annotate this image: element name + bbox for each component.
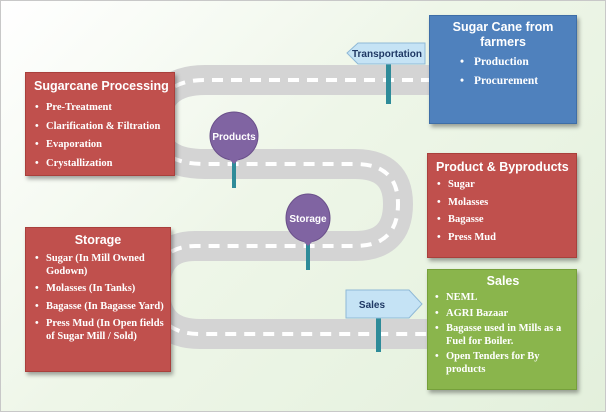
storage-list: Sugar (In Mill Owned Godown) Molasses (I… xyxy=(32,253,170,343)
storage-item: Molasses (In Tanks) xyxy=(32,283,170,296)
processing-box: Sugarcane Processing Pre-Treatment Clari… xyxy=(25,72,175,176)
storage-item: Bagasse (In Bagasse Yard) xyxy=(32,301,170,314)
sales-title: Sales xyxy=(486,274,520,288)
sales-item: AGRI Bazaar xyxy=(432,308,574,321)
processing-item: Crystallization xyxy=(32,158,174,171)
processing-list: Pre-Treatment Clarification & Filtration… xyxy=(32,102,174,170)
farmers-item: Production xyxy=(434,56,572,69)
processing-item: Clarification & Filtration xyxy=(32,121,174,134)
farmers-box: Sugar Cane from farmers Production Procu… xyxy=(429,15,577,124)
sales-list: NEML AGRI Bazaar Bagasse used in Mills a… xyxy=(432,292,574,376)
products-item: Bagasse xyxy=(434,214,576,227)
products-list: Sugar Molasses Bagasse Press Mud xyxy=(434,179,576,244)
storage-balloon-label: Storage xyxy=(289,214,327,225)
farmers-item: Procurement xyxy=(434,75,572,88)
products-box: Product & Byproducts Sugar Molasses Baga… xyxy=(427,153,577,258)
farmers-title: Sugar Cane from farmers xyxy=(452,20,554,49)
processing-item: Pre-Treatment xyxy=(32,102,174,115)
farmers-list: Production Procurement xyxy=(434,56,572,87)
sales-sign: Sales xyxy=(345,289,423,352)
sales-sign-label: Sales xyxy=(359,300,386,311)
products-item: Molasses xyxy=(434,197,576,210)
sales-item: NEML xyxy=(432,292,574,305)
storage-item: Sugar (In Mill Owned Godown) xyxy=(32,253,170,278)
processing-title: Sugarcane Processing xyxy=(34,79,169,93)
processing-item: Evaporation xyxy=(32,139,174,152)
sales-item: Bagasse used in Mills as a Fuel for Boil… xyxy=(432,323,574,348)
storage-title: Storage xyxy=(74,233,122,247)
products-title: Product & Byproducts xyxy=(436,160,569,174)
products-item: Press Mud xyxy=(434,232,576,245)
products-item: Sugar xyxy=(434,179,576,192)
products-balloon: Products xyxy=(209,111,259,188)
transportation-sign-label: Transportation xyxy=(352,49,422,60)
storage-box: Storage Sugar (In Mill Owned Godown) Mol… xyxy=(25,227,171,372)
sales-item: Open Tenders for By products xyxy=(432,351,574,376)
sales-box: Sales NEML AGRI Bazaar Bagasse used in M… xyxy=(427,269,577,390)
storage-balloon: Storage xyxy=(285,193,331,270)
storage-item: Press Mud (In Open fields of Sugar Mill … xyxy=(32,318,170,343)
transportation-sign: Transportation xyxy=(346,42,426,104)
products-balloon-label: Products xyxy=(212,132,256,143)
